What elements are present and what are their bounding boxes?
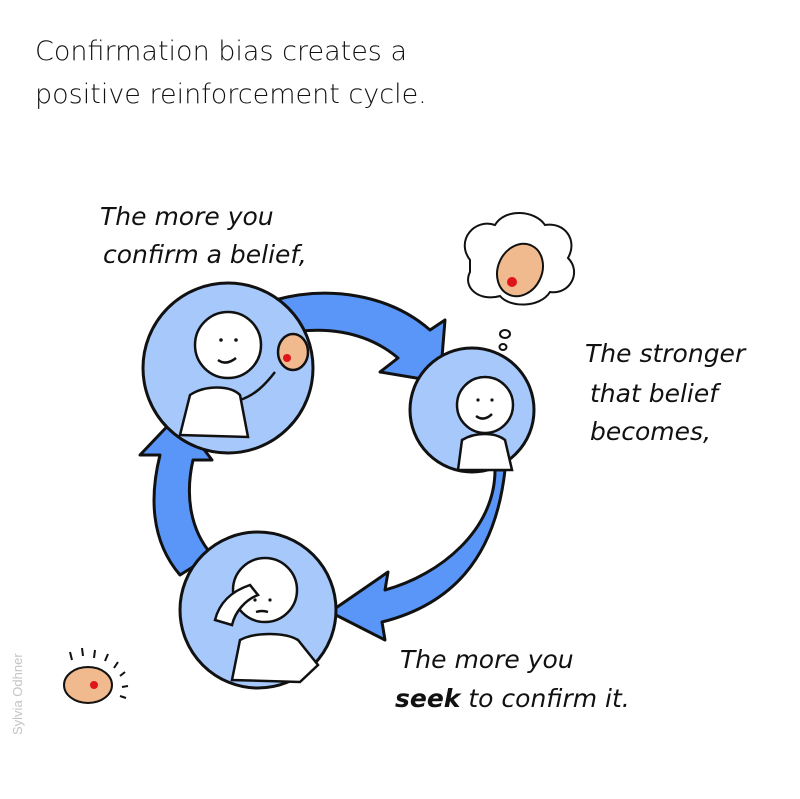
title-line-2: positive reinforcement cycle.	[35, 79, 427, 110]
caption-confirm-line-2: confirm a belief,	[103, 240, 307, 269]
person-holding-belief-icon	[178, 310, 310, 439]
caption-seek-line-2: seek to confirm it.	[395, 684, 630, 713]
person-searching-icon	[213, 556, 320, 684]
title-line-1: Confirmation bias creates a	[35, 36, 407, 67]
cycle-arrow-icon	[328, 468, 507, 642]
caption-seek-line-1: The more you	[400, 645, 574, 674]
caption-seek-rest: to confirm it.	[460, 684, 629, 713]
person-thinking-icon	[455, 375, 515, 472]
cycle-arrow-icon	[273, 291, 447, 384]
caption-stronger-line-3: becomes,	[590, 417, 711, 446]
belief-bean-icon	[63, 647, 129, 704]
caption-confirm-line-1: The more you	[100, 202, 274, 231]
caption-seek-bold: seek	[395, 684, 462, 713]
caption-stronger-line-2: that belief	[590, 379, 721, 408]
caption-stronger-line-1: The stronger	[585, 339, 747, 368]
artist-watermark: Sylvia Odhner	[10, 653, 25, 735]
thought-cloud-icon	[463, 212, 575, 351]
